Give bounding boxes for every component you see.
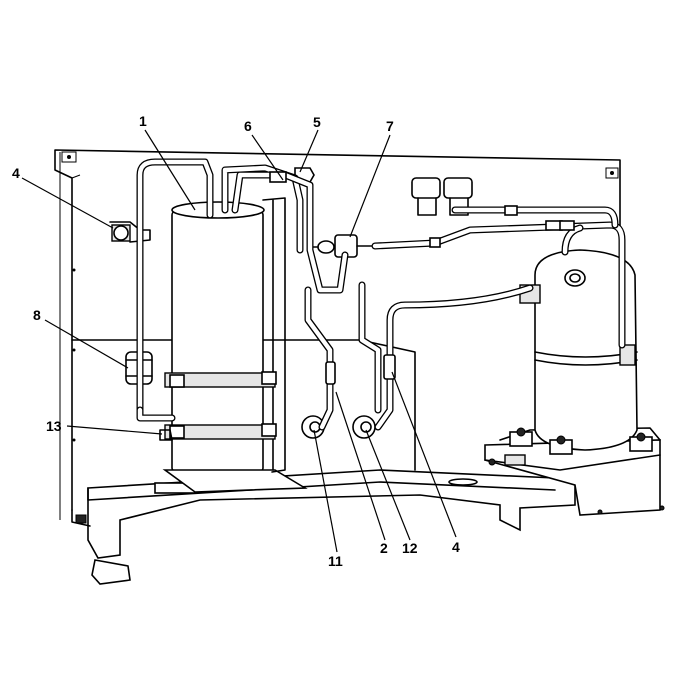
base-frame (71, 469, 576, 585)
valve-upper-left (109, 221, 151, 243)
callout-5: 5 (313, 114, 321, 130)
callout-11: 11 (328, 553, 343, 569)
receiver-tank (159, 197, 308, 493)
callout-2: 2 (380, 540, 388, 556)
pipe-fittings (269, 171, 575, 385)
callout-4-lower: 4 (452, 539, 460, 555)
fitting-12 (352, 415, 376, 439)
callout-8: 8 (33, 307, 41, 323)
callout-13: 13 (46, 418, 62, 434)
fitting-11 (301, 415, 325, 439)
solenoid-valves (411, 177, 473, 216)
piping (136, 158, 626, 431)
callout-7: 7 (386, 118, 394, 134)
callout-1: 1 (139, 113, 147, 129)
leader-lines (21, 129, 457, 553)
callout-4-upper: 4 (12, 165, 20, 181)
compressor (509, 249, 653, 455)
callout-6: 6 (244, 118, 252, 134)
callout-12: 12 (402, 540, 418, 556)
